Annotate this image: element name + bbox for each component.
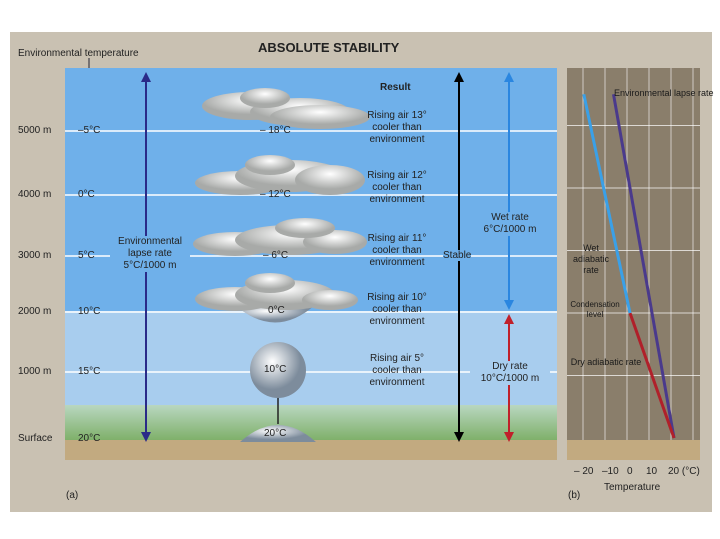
cloud-icon	[193, 218, 367, 256]
x-tick: 0	[627, 466, 633, 477]
result-text: Rising air 12° cooler than environment	[367, 170, 427, 205]
lapse-rate-chart	[567, 68, 700, 460]
x-tick: –10	[602, 466, 619, 477]
altitude-label: 3000 m	[18, 250, 52, 261]
dry-rate-label: Dry rate 10°C/1000 m	[470, 361, 550, 385]
result-text: Rising air 11° cooler than environment	[367, 233, 427, 268]
parcel-temp: – 12°C	[260, 189, 291, 200]
env-temp: 15°C	[78, 366, 101, 377]
altitude-label: 4000 m	[18, 189, 52, 200]
annotation-env: Environmental lapse rate	[614, 88, 714, 98]
x-tick: – 20	[574, 466, 594, 477]
cloud-icon	[202, 88, 370, 129]
parcel-temp: – 6°C	[263, 250, 289, 261]
result-text: Rising air 13° cooler than environment	[367, 110, 427, 145]
cloud-icon	[195, 273, 358, 323]
parcel-temp: – 18°C	[260, 125, 291, 136]
series-line-dry-adiabatic-rate	[628, 312, 676, 439]
annotation-dry: Dry adiabatic rate	[570, 357, 642, 367]
env-temp: 10°C	[78, 306, 101, 317]
ground	[65, 440, 557, 460]
env-temp: 20°C	[78, 433, 101, 444]
parcel-temp: 0°C	[268, 305, 285, 316]
annotation-condensation: Condensation level	[570, 300, 620, 319]
wet-rate-label: Wet rate 6°C/1000 m	[474, 212, 546, 236]
air-parcel-icon	[240, 425, 316, 442]
altitude-label: Surface	[18, 433, 53, 444]
parcel-temp: 20°C	[264, 428, 287, 439]
figure-title: ABSOLUTE STABILITY	[258, 40, 400, 55]
x-axis-label: Temperature	[604, 482, 661, 493]
wet-rate-arrow	[504, 72, 514, 310]
altitude-label: 1000 m	[18, 366, 52, 377]
altitude-label: 2000 m	[18, 306, 52, 317]
altitude-label: 5000 m	[18, 125, 52, 136]
x-tick: 10	[646, 466, 658, 477]
x-tick: 20 (°C)	[668, 466, 700, 477]
result-header: Result	[380, 82, 411, 93]
env-temp-label: Environmental temperature	[18, 48, 139, 59]
panel-b-label: (b)	[568, 490, 581, 501]
air-parcel-icon	[250, 342, 306, 398]
env-temp: –5°C	[78, 125, 101, 136]
env-lapse-label: Environmental lapse rate 5°C/1000 m	[110, 236, 190, 272]
cloud-icon	[195, 155, 365, 195]
env-temp: 5°C	[78, 250, 95, 261]
series-line-environmental-lapse-rate	[612, 93, 676, 439]
series-line-wet-adiabatic-rate	[582, 93, 632, 314]
result-text: Rising air 10° cooler than environment	[367, 292, 427, 327]
panel-a-label: (a)	[66, 490, 79, 501]
result-text: Rising air 5° cooler than environment	[369, 353, 425, 388]
env-temp: 0°C	[78, 189, 95, 200]
annotation-wet: Wet adiabatic rate	[572, 243, 610, 275]
stable-label: Stable	[443, 250, 472, 261]
parcel-temp: 10°C	[264, 364, 287, 375]
